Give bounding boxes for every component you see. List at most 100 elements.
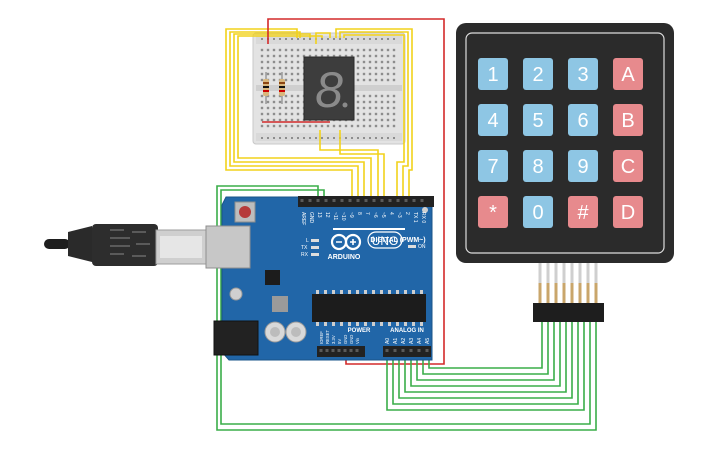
analog-pin-label: A1 <box>393 338 399 344</box>
keypad-key-3[interactable]: 3 <box>568 58 598 90</box>
keypad-key-label: 2 <box>532 64 543 86</box>
keypad-key-hash[interactable]: # <box>568 196 598 228</box>
digital-pin-holes <box>300 199 424 202</box>
keypad-key-label: * <box>489 202 497 224</box>
chip-small <box>265 270 280 285</box>
keypad-key-label: 1 <box>487 64 498 86</box>
power-pin-label: Vin <box>355 337 360 344</box>
keypad-key-label: 6 <box>577 110 588 132</box>
analog-pin-label: A2 <box>401 338 407 344</box>
keypad-key-4[interactable]: 4 <box>478 104 508 136</box>
analog-pin-label: A3 <box>409 338 415 344</box>
digital-pin-label: ~6 <box>372 212 378 218</box>
power-jack <box>213 320 259 356</box>
keypad-key-label: A <box>621 64 635 86</box>
keypad-keys: 1 2 3 A 4 5 6 B 7 8 9 C * 0 # D <box>478 58 643 228</box>
digital-pin-label: AREF <box>300 212 306 225</box>
model-label: UNO <box>372 234 399 248</box>
keypad-key-label: D <box>621 202 635 224</box>
atmega-chip <box>312 294 426 322</box>
keypad-key-c[interactable]: C <box>613 150 643 182</box>
digital-pin-label: 4 <box>388 212 394 215</box>
chip-pins <box>316 290 423 326</box>
keypad-key-label: 5 <box>532 110 543 132</box>
keypad-key-b[interactable]: B <box>613 104 643 136</box>
analog-header[interactable] <box>383 346 431 357</box>
bottom-pin-holes <box>319 349 429 352</box>
digital-label: DIGITAL (PWM~) <box>370 237 425 244</box>
power-pin-label: 5V <box>337 339 342 344</box>
red-wire <box>267 18 445 365</box>
digital-pin-label: GND <box>308 212 314 224</box>
power-pin-label: IOREF <box>319 331 324 344</box>
brand-label: ARDUINO <box>328 254 361 261</box>
ribbon-pins <box>538 263 598 303</box>
resistor[interactable] <box>279 72 285 104</box>
keypad-key-label: 9 <box>577 156 588 178</box>
keypad-key-label: 3 <box>577 64 588 86</box>
keypad-key-d[interactable]: D <box>613 196 643 228</box>
led-l-label: L <box>306 238 309 244</box>
keypad-key-label: 0 <box>532 202 543 224</box>
resistor[interactable] <box>263 72 269 104</box>
digital-pin-label: ~5 <box>380 212 386 218</box>
digital-pin-label: 13 <box>316 212 322 218</box>
digital-pin-label: RX 0 <box>420 212 426 223</box>
usb-cable <box>44 224 207 266</box>
keypad[interactable]: 1 2 3 A 4 5 6 B 7 8 9 C * 0 # D <box>456 23 674 263</box>
keypad-key-label: B <box>621 110 634 132</box>
green-wires <box>216 185 597 431</box>
keypad-key-label: # <box>577 202 589 224</box>
led-rx-label: RX <box>301 252 309 258</box>
keypad-key-1[interactable]: 1 <box>478 58 508 90</box>
digital-pin-label: ~3 <box>396 212 402 218</box>
keypad-key-5[interactable]: 5 <box>523 104 553 136</box>
power-header[interactable] <box>317 346 365 357</box>
power-pin-label: RESET <box>325 330 330 344</box>
digital-pin-label: TX 1 <box>412 212 418 223</box>
power-pin-label: GND <box>343 335 348 344</box>
analog-pin-label: A4 <box>417 338 423 344</box>
keypad-key-6[interactable]: 6 <box>568 104 598 136</box>
keypad-key-label: 4 <box>487 110 498 132</box>
digital-pin-label: 8 <box>356 212 362 215</box>
keypad-key-8[interactable]: 8 <box>523 150 553 182</box>
digital-pin-label: 7 <box>364 212 370 215</box>
mounting-hole <box>229 287 243 301</box>
voltage-regulator <box>272 296 288 312</box>
digital-pin-label: 2 <box>404 212 410 215</box>
led-on-label: ON <box>418 244 426 250</box>
digital-pin-label: ~11 <box>332 212 338 220</box>
led-tx-label: TX <box>301 245 308 251</box>
digital-pin-label: ~9 <box>348 212 354 218</box>
keypad-connector <box>533 263 604 322</box>
keypad-key-0[interactable]: 0 <box>523 196 553 228</box>
keypad-header <box>533 303 604 322</box>
arduino-logo <box>330 233 362 251</box>
yellow-wires <box>225 28 413 198</box>
analog-pin-label: A5 <box>425 338 431 344</box>
power-pin-label: 3.3V <box>331 335 336 344</box>
power-label: POWER <box>348 328 371 334</box>
reset-button-cap <box>239 206 251 218</box>
keypad-key-7[interactable]: 7 <box>478 150 508 182</box>
keypad-key-label: 7 <box>487 156 498 178</box>
display-digit: 8 <box>315 62 343 118</box>
analog-pin-label: A0 <box>385 338 391 344</box>
power-pin-label: GND <box>349 335 354 344</box>
seven-segment-display[interactable]: 8 <box>303 56 355 121</box>
keypad-key-2[interactable]: 2 <box>523 58 553 90</box>
keypad-key-label: 8 <box>532 156 543 178</box>
digital-pin-label: 12 <box>324 212 330 218</box>
keypad-key-9[interactable]: 9 <box>568 150 598 182</box>
keypad-key-label: C <box>621 156 635 178</box>
keypad-key-star[interactable]: * <box>478 196 508 228</box>
digital-pin-label: ~10 <box>340 212 346 221</box>
keypad-key-a[interactable]: A <box>613 58 643 90</box>
analog-label: ANALOG IN <box>390 328 424 334</box>
